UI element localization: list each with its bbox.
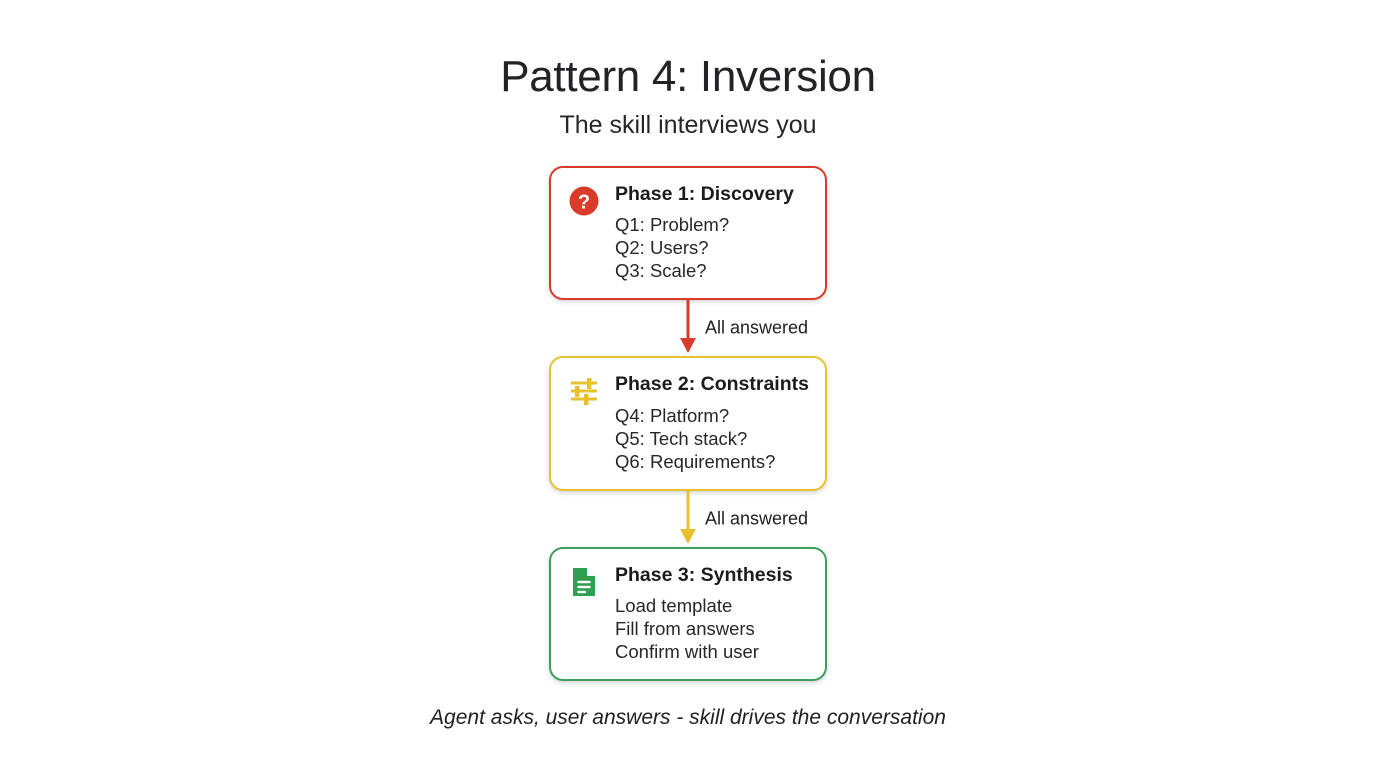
phase-line: Q1: Problem? — [615, 214, 730, 236]
phase-card-heading: Phase 3: Synthesis — [615, 563, 793, 586]
connector-label: All answered — [705, 508, 809, 529]
phase-card-heading: Phase 2: Constraints — [615, 373, 809, 396]
page-subtitle: The skill interviews you — [559, 111, 817, 140]
phase-card-body: Phase 1: Discovery Q1: Problem? Q2: User… — [615, 182, 809, 282]
phase-card-heading: Phase 1: Discovery — [615, 183, 794, 205]
phase-flow: ? Phase 1: Discovery Q1: Problem? Q2: Us… — [549, 166, 827, 682]
phase-card-lines: Q4: Platform? Q5: Tech stack? Q6: Requir… — [615, 404, 809, 473]
question-mark-circle-icon: ? — [567, 184, 601, 218]
phase-line: Q5: Tech stack? — [615, 427, 748, 449]
sliders-tune-icon — [567, 374, 601, 408]
footer-caption: Agent asks, user answers - skill drives … — [430, 706, 946, 729]
document-icon — [567, 565, 601, 599]
phase-card-lines: Q1: Problem? Q2: Users? Q3: Scale? — [615, 213, 809, 282]
phase-line: Confirm with user — [615, 641, 759, 663]
connector-label: All answered — [705, 317, 809, 338]
phase-line: Load template — [615, 595, 733, 617]
svg-text:?: ? — [578, 191, 590, 213]
phase-card-discovery[interactable]: ? Phase 1: Discovery Q1: Problem? Q2: Us… — [549, 166, 827, 301]
phase-line: Q4: Platform? — [615, 404, 730, 426]
slide-header: Pattern 4: Inversion The skill interview… — [0, 52, 1376, 140]
phase-line: Q3: Scale? — [615, 260, 707, 282]
connector-constraints-to-synthesis: All answered — [549, 490, 827, 547]
connector-discovery-to-constraints: All answered — [549, 300, 827, 356]
phase-card-synthesis[interactable]: Phase 3: Synthesis Load template Fill fr… — [549, 546, 827, 682]
phase-card-body: Phase 2: Constraints Q4: Platform? Q5: T… — [615, 372, 809, 472]
page-title: Pattern 4: Inversion — [500, 52, 876, 101]
phase-line: Q2: Users? — [615, 237, 709, 259]
phase-line: Q6: Requirements? — [615, 450, 776, 472]
phase-card-constraints[interactable]: Phase 2: Constraints Q4: Platform? Q5: T… — [549, 356, 827, 491]
phase-card-body: Phase 3: Synthesis Load template Fill fr… — [615, 563, 809, 663]
phase-line: Fill from answers — [615, 618, 755, 640]
phase-card-lines: Load template Fill from answers Confirm … — [615, 594, 809, 663]
